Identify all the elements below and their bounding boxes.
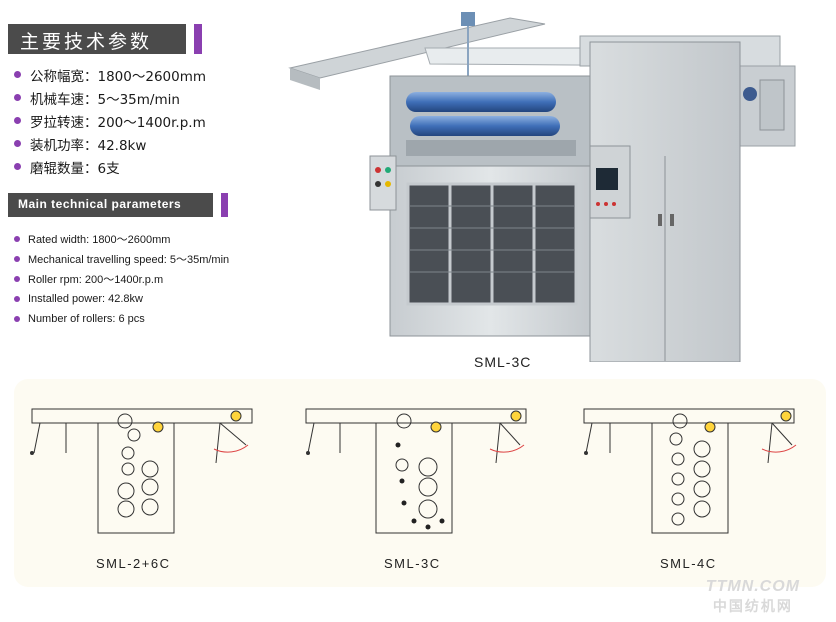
en-header-accent — [221, 193, 228, 217]
bullet-icon — [14, 71, 21, 78]
bullet-icon — [14, 316, 20, 322]
en-spec-item: Mechanical travelling speed: 5～35m/min — [14, 249, 229, 269]
cn-header-bar — [8, 24, 186, 54]
diagram-caption: SML-4C — [660, 556, 717, 571]
cn-spec-item: 公称幅宽：1800～2600mm — [14, 63, 206, 86]
en-header-bar — [8, 193, 213, 217]
watermark: TTMN.COM 中国纺机网 — [706, 578, 800, 616]
diagram-sml-4c — [583, 408, 797, 534]
cn-spec-item: 磨辊数量：6支 — [14, 155, 206, 178]
diagram-sml-2-6c — [30, 408, 253, 534]
machine-caption: SML-3C — [474, 354, 532, 370]
cn-spec-item: 装机功率：42.8kw — [14, 132, 206, 155]
en-spec-item: Installed power: 42.8kw — [14, 289, 229, 309]
watermark-line2: 中国纺机网 — [712, 599, 793, 615]
cn-section-header: 主要技术参数 — [8, 24, 202, 54]
en-section-title: Main technical parameters — [18, 197, 182, 211]
bullet-icon — [14, 94, 21, 101]
bullet-icon — [14, 276, 20, 282]
en-spec-list: Rated width: 1800～2600mm Mechanical trav… — [14, 229, 229, 329]
bullet-icon — [14, 296, 20, 302]
cn-spec-item: 机械车速：5～35m/min — [14, 86, 206, 109]
bullet-icon — [14, 117, 21, 124]
bullet-icon — [14, 163, 21, 170]
bullet-icon — [14, 140, 21, 147]
bullet-icon — [14, 256, 20, 262]
en-spec-item: Number of rollers: 6 pcs — [14, 309, 229, 329]
diagram-caption: SML-2+6C — [96, 556, 171, 571]
bullet-icon — [14, 236, 20, 242]
cn-header-accent — [194, 24, 202, 54]
machine-illustration — [288, 12, 796, 362]
diagram-caption: SML-3C — [384, 556, 441, 571]
en-section-header: Main technical parameters — [8, 193, 228, 217]
cn-spec-item: 罗拉转速：200～1400r.p.m — [14, 109, 206, 132]
en-spec-item: Roller rpm: 200～1400r.p.m — [14, 269, 229, 289]
diagram-sml-3c — [305, 408, 527, 534]
en-spec-item: Rated width: 1800～2600mm — [14, 229, 229, 249]
cn-spec-list: 公称幅宽：1800～2600mm 机械车速：5～35m/min 罗拉转速：200… — [14, 63, 206, 178]
cn-section-title: 主要技术参数 — [20, 31, 153, 53]
watermark-line1: TTMN.COM — [705, 578, 800, 595]
